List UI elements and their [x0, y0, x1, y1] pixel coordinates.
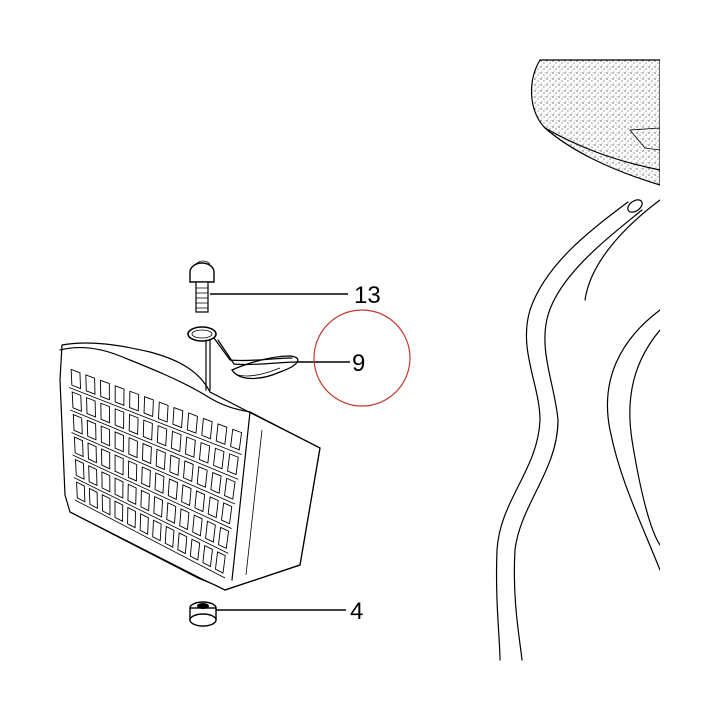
grille-cell: [86, 396, 96, 418]
body-panel: [530, 59, 660, 186]
grille-cell: [100, 379, 110, 401]
grille-cell: [157, 401, 169, 423]
grille-cell: [155, 448, 166, 471]
grille-cell: [164, 525, 175, 548]
grille-cell: [156, 425, 168, 447]
grille-cell: [72, 413, 83, 435]
grille-cell: [87, 442, 97, 464]
grille-cell: [73, 436, 84, 458]
grille-cell: [153, 495, 164, 518]
grille-cell: [71, 391, 82, 412]
grille-cell: [189, 538, 201, 561]
grille-cell: [194, 490, 206, 513]
grille-row-divider: [71, 432, 236, 505]
grille-cell: [114, 477, 124, 499]
grille-cell: [213, 447, 225, 470]
grille-cell: [86, 419, 97, 441]
callout-9: 9: [352, 350, 365, 377]
grille-cell: [214, 551, 226, 574]
grille-row-divider: [74, 499, 226, 579]
grille-cell: [230, 428, 243, 451]
grille-cell: [101, 471, 111, 493]
grille-cell: [169, 454, 180, 477]
grille-cell: [70, 368, 82, 390]
grille-cell: [142, 442, 152, 465]
grille-cell: [128, 437, 138, 459]
grille-cell: [85, 374, 96, 395]
grille-cell: [142, 419, 153, 441]
grille-cell: [101, 494, 111, 516]
grille-cell: [172, 406, 184, 429]
grille-row-divider: [72, 454, 232, 530]
grille-cell: [184, 436, 196, 458]
grille-cell: [88, 487, 98, 510]
grille-cell: [129, 390, 140, 412]
grille-cell: [179, 508, 190, 531]
grille-cell: [166, 502, 177, 524]
grille-row-divider: [73, 477, 229, 554]
grille-cell: [114, 454, 124, 476]
bolt: [189, 260, 215, 313]
grille-row-divider: [69, 387, 242, 456]
radiator-grille: [59, 342, 321, 591]
grille-cell: [170, 430, 182, 453]
frame-hose: [495, 199, 660, 661]
grille-cell: [141, 466, 151, 488]
grille-cell: [205, 520, 216, 543]
grille-cell: [152, 519, 162, 542]
grille-cell: [181, 484, 192, 507]
grille-cell: [114, 500, 124, 522]
grille-cell: [177, 532, 188, 555]
grille-cell: [114, 408, 125, 430]
wire-clip: [187, 326, 299, 391]
grille-cell: [186, 412, 198, 434]
grille-cell: [127, 506, 136, 529]
callout-13: 13: [354, 282, 381, 309]
grille-cell: [221, 502, 233, 525]
grille-cell: [114, 385, 125, 406]
grille-cell: [227, 453, 239, 476]
grille-cell: [76, 481, 86, 503]
grille-cell: [127, 483, 137, 506]
grille-cell: [128, 413, 139, 435]
grille-cell: [140, 489, 150, 512]
grille-cell: [74, 458, 85, 480]
grille-cell: [198, 441, 211, 464]
grille-cell: [210, 471, 222, 494]
grille-cell: [167, 478, 178, 500]
grille-row-divider: [70, 409, 239, 480]
grille-cell: [127, 460, 138, 482]
grille-cell: [201, 417, 213, 440]
grommet: [189, 601, 217, 627]
grille-cell: [100, 402, 110, 424]
grille-cell: [196, 466, 208, 488]
grille-cell: [224, 477, 236, 500]
grille-cell: [143, 396, 154, 418]
grille-cell: [202, 544, 213, 568]
grille-cell: [88, 465, 98, 487]
grille-cell: [192, 514, 203, 537]
grille-cell: [218, 526, 230, 550]
grille-cell: [215, 423, 228, 445]
callout-4: 4: [350, 598, 363, 625]
grille-cell: [183, 460, 194, 482]
grille-cell: [207, 496, 219, 519]
grille-cell: [139, 513, 149, 535]
grille-cells: [69, 368, 243, 579]
grille-cell: [154, 472, 165, 494]
grille-cell: [114, 431, 124, 453]
grille-cell: [100, 425, 111, 447]
grille-cell: [101, 448, 111, 470]
highlight-circle: [313, 309, 411, 407]
